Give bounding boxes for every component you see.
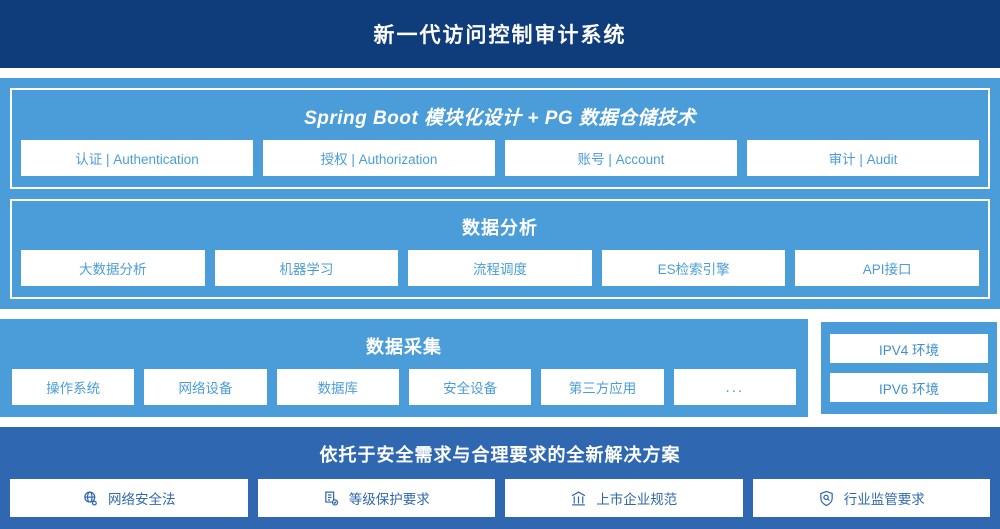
compliance-card-industry-regulation[interactable]: 行业监管要求	[752, 479, 990, 517]
app-card-audit[interactable]: 审计 | Audit	[747, 140, 979, 176]
compliance-layer-title: 依托于安全需求与合理要求的全新解决方案	[319, 445, 681, 465]
application-layer-box: Spring Boot 模块化设计 + PG 数据仓储技术 认证 | Authe…	[10, 88, 990, 189]
compliance-card-label: 行业监管要求	[843, 492, 925, 507]
collect-card-third-party-app[interactable]: 第三方应用	[541, 369, 664, 405]
compliance-card-listed-enterprise[interactable]: 上市企业规范	[505, 479, 743, 517]
analysis-card-bigdata[interactable]: 大数据分析	[21, 250, 205, 286]
compliance-card-cybersecurity-law[interactable]: 网络安全法	[10, 479, 248, 517]
compliance-layer-section: 依托于安全需求与合理要求的全新解决方案 网络安全法	[0, 427, 1000, 529]
environment-panel: IPV4 环境 IPV6 环境	[818, 319, 1000, 417]
compliance-card-label: 等级保护要求	[348, 492, 430, 507]
app-card-account[interactable]: 账号 | Account	[505, 140, 737, 176]
spacer	[0, 417, 1000, 427]
analysis-card-row: 大数据分析 机器学习 流程调度 ES检索引擎 API接口	[21, 250, 979, 286]
collection-layer-title: 数据采集	[366, 337, 442, 357]
analysis-layer-title: 数据分析	[462, 218, 538, 238]
spacer	[0, 309, 1000, 319]
env-card-ipv6[interactable]: IPV6 环境	[830, 373, 988, 402]
collect-card-security-device[interactable]: 安全设备	[408, 369, 532, 405]
app-card-authorization[interactable]: 授权 | Authorization	[263, 140, 495, 176]
collection-layer-section: 数据采集 操作系统 网络设备 数据库 安全设备 第三方应用 ...	[0, 319, 808, 417]
application-analysis-section: Spring Boot 模块化设计 + PG 数据仓储技术 认证 | Authe…	[0, 78, 1000, 309]
analysis-card-machine-learning[interactable]: 机器学习	[214, 250, 399, 286]
application-card-row: 认证 | Authentication 授权 | Authorization 账…	[21, 140, 979, 176]
globe-network-icon	[82, 490, 99, 507]
collect-card-os[interactable]: 操作系统	[12, 369, 135, 405]
collection-card-row: 操作系统 网络设备 数据库 安全设备 第三方应用 ...	[12, 369, 796, 405]
analysis-card-es-search[interactable]: ES检索引擎	[601, 250, 786, 286]
bank-building-icon	[570, 490, 587, 507]
analysis-card-process-scheduling[interactable]: 流程调度	[408, 250, 592, 286]
compliance-card-classified-protection[interactable]: 等级保护要求	[257, 479, 495, 517]
collect-card-more[interactable]: ...	[673, 369, 796, 405]
spacer	[0, 68, 1000, 78]
collect-card-database[interactable]: 数据库	[276, 369, 399, 405]
collection-row: 数据采集 操作系统 网络设备 数据库 安全设备 第三方应用 ... IPV4 环…	[0, 319, 1000, 417]
app-card-authentication[interactable]: 认证 | Authentication	[21, 140, 253, 176]
application-layer-title: Spring Boot 模块化设计 + PG 数据仓储技术	[304, 108, 696, 129]
compliance-card-row: 网络安全法 等级保护要求	[10, 479, 990, 517]
document-check-icon	[323, 490, 340, 507]
env-card-ipv4[interactable]: IPV4 环境	[830, 334, 988, 363]
compliance-card-label: 上市企业规范	[596, 492, 678, 507]
page-header: 新一代访问控制审计系统	[0, 0, 1000, 68]
page-title: 新一代访问控制审计系统	[373, 24, 627, 47]
shield-search-icon	[818, 490, 835, 507]
analysis-layer-box: 数据分析 大数据分析 机器学习 流程调度 ES检索引擎 API接口	[10, 199, 990, 299]
analysis-card-api[interactable]: API接口	[795, 250, 979, 286]
compliance-card-label: 网络安全法	[108, 492, 176, 507]
collect-card-network-device[interactable]: 网络设备	[144, 369, 267, 405]
